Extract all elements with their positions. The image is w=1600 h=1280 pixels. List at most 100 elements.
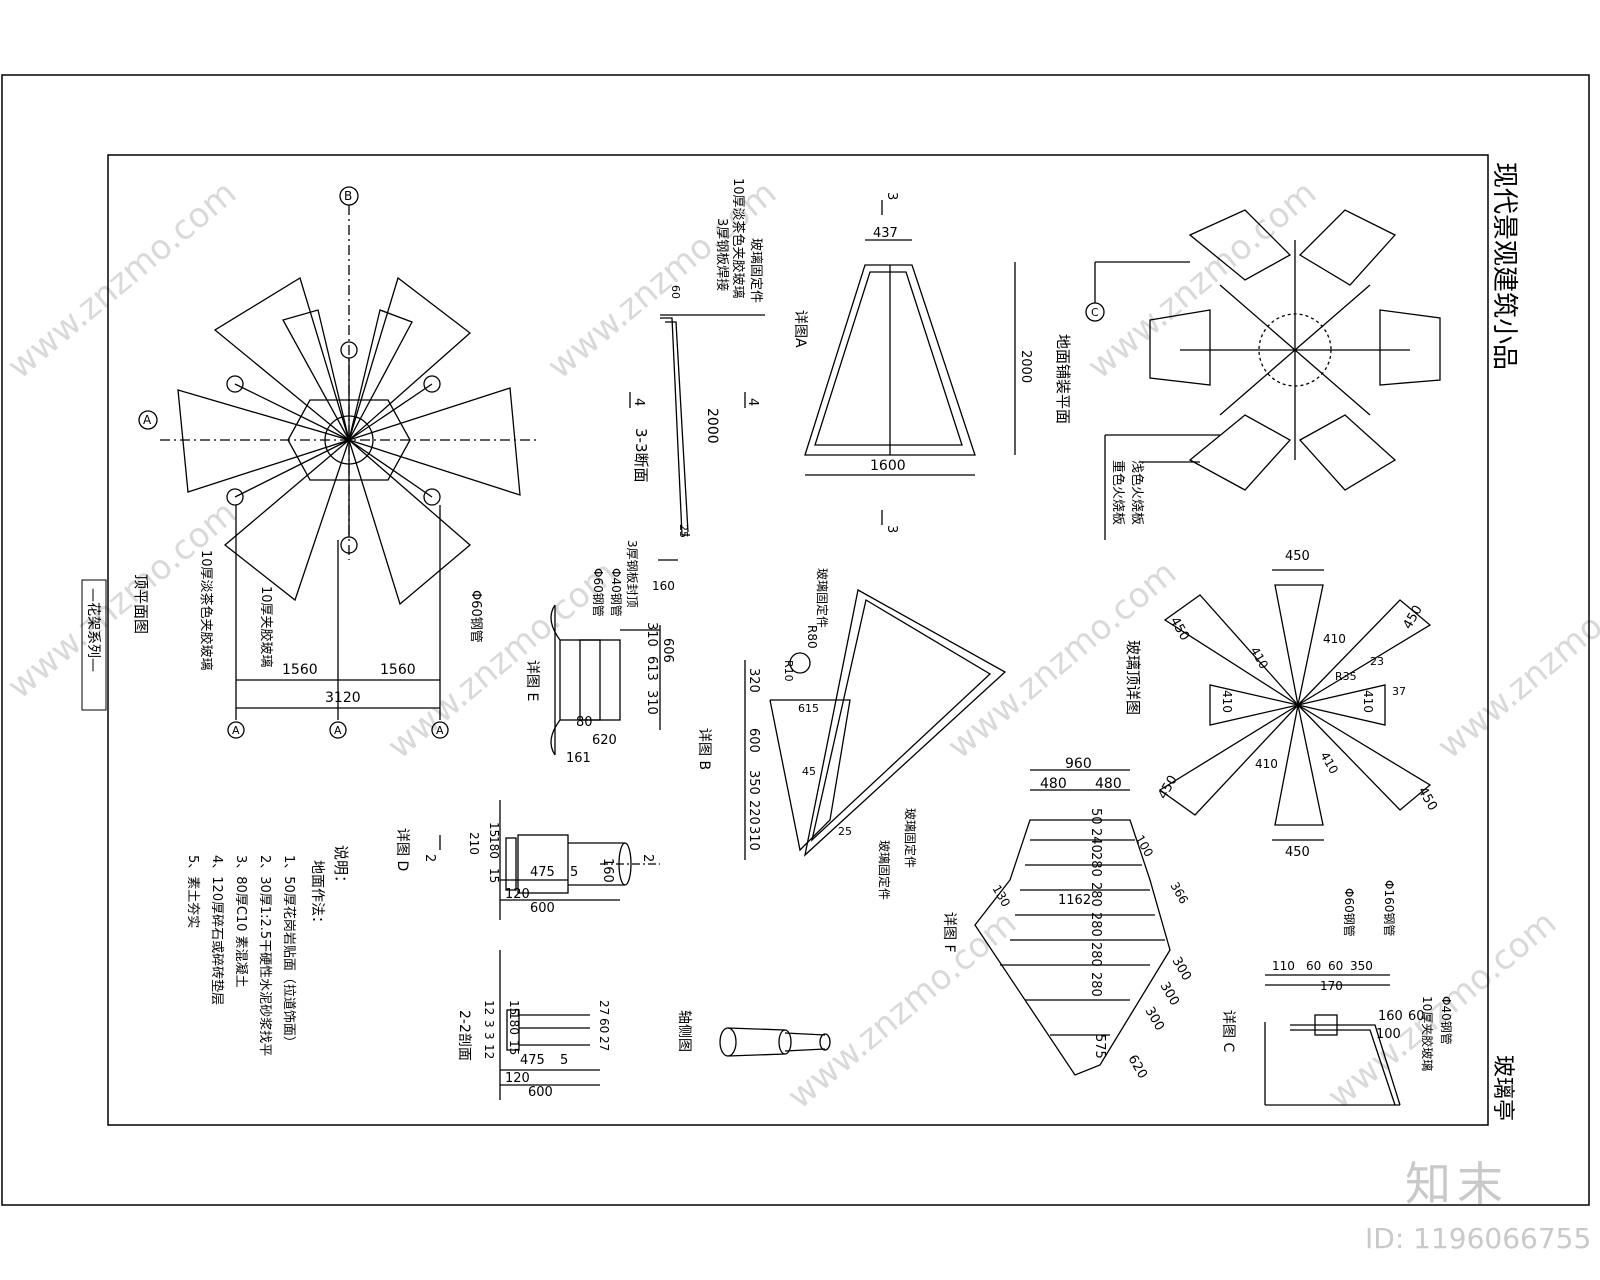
inner-border [107, 154, 1489, 1126]
notes-item-4: 4、120厚碎石或碎砖垫层 [209, 855, 225, 1005]
section33-mark-l: 4 [631, 398, 646, 406]
detailC-note4: 10厚夹胶玻璃 [1420, 996, 1435, 1071]
detailF-dim13: 366 [1167, 880, 1191, 907]
glass-title: 玻璃顶详图 [1124, 640, 1142, 715]
section22-dim14: 15 [507, 1040, 521, 1055]
glass-top-detail [1158, 569, 1432, 841]
brand-logo: 知末 [1405, 1157, 1509, 1211]
detailD-dim6: 5 [570, 865, 578, 880]
section22-dim9: 5 [560, 1053, 568, 1068]
detailF-dim19: 620 [1125, 1053, 1150, 1082]
notes: 说明： 地面作法： 1、50厚花岗岩贴面（拉道饰面） 2、30厚1:2.5干硬性… [185, 845, 350, 1056]
section-3-3 [629, 314, 765, 561]
watermark-5: www.znzmo.com [380, 553, 624, 767]
detailA-title: 详图A [792, 310, 808, 348]
detail-a [804, 200, 1016, 525]
detailE-dim3: 613 [644, 656, 659, 681]
outer-border [1, 74, 1590, 1206]
detailA-dim-w: 1600 [870, 458, 906, 474]
glass-dim-410b: 410 [1323, 632, 1346, 646]
floor-title: 地面铺装平面 [1054, 334, 1072, 424]
watermark-2: www.znzmo.com [540, 173, 784, 387]
glass-dim-r35: R35 [1335, 670, 1357, 683]
detailD-dim7: 120 [505, 887, 530, 902]
sheet-title: 现代景观建筑小品 [1489, 162, 1519, 370]
detailB-note2: R80 [805, 625, 819, 649]
detailF-dim5: 240 [1088, 828, 1103, 853]
detailF-dim10: 280 [1088, 972, 1103, 997]
floor-note2: 重色火烧板 [1110, 460, 1126, 525]
detailB-dim2: 600 [746, 728, 761, 753]
detailE-dim2: 606 [660, 638, 675, 663]
detailC-dim1: 110 [1272, 959, 1295, 973]
section22-dim8: 475 [520, 1053, 545, 1068]
detailF-dim18: 575 [1092, 1034, 1107, 1059]
plan-grid-b: B [344, 189, 352, 203]
plan-grid-a-2: A [334, 724, 342, 737]
glass-dim-410d: 410 [1361, 690, 1375, 713]
section22-dim4: 12 [482, 1044, 496, 1059]
detailD-title: 详图 D [394, 828, 410, 871]
plan-grid-a-left: A [143, 413, 152, 427]
glass-dim-410c: 410 [1220, 690, 1234, 713]
plan-dim-left: 1560 [282, 662, 318, 678]
series-tag: —花架系列— [85, 588, 101, 672]
detail-b [744, 588, 1007, 860]
section33-dim-len: 2000 [704, 408, 720, 444]
section22-dim2: 3 [482, 1020, 496, 1028]
section33-title: 3-3断面 [632, 428, 650, 483]
glass-dim-410e: 410 [1255, 757, 1278, 771]
section22-dim13: 180 [507, 1012, 521, 1035]
detailF-dim2: 480 [1040, 776, 1067, 792]
detailA-dim-top: 437 [873, 226, 898, 241]
detailB-note4: 615 [798, 702, 819, 715]
detailE-dim6: 620 [592, 733, 617, 748]
section33-dim-w: 160 [652, 579, 675, 593]
plan-dim-right: 1560 [380, 662, 416, 678]
detailE-note2: Φ40钢管 [609, 568, 624, 617]
detailF-dim16: 300 [1157, 980, 1182, 1009]
section22-dim5: 27 [597, 1000, 611, 1015]
axonometric-title: 轴侧图 [676, 1010, 692, 1052]
detailC-note1: Φ160钢管 [1382, 880, 1397, 936]
plan-note-glass-tint: 10厚淡茶色夹胶玻璃 [198, 550, 214, 671]
detailA-dim-h: 2000 [1018, 350, 1033, 383]
section22-dim6: 60 [597, 1018, 611, 1033]
detailC-note2: Φ60钢管 [1342, 888, 1357, 937]
glass-dim-lr: 450 [1415, 785, 1440, 814]
detailB-dim5: 310 [746, 826, 761, 851]
notes-item-2: 2、30厚1:2.5干硬性水泥砂浆找平 [257, 855, 272, 1056]
plan-grid-a-3: A [436, 724, 444, 737]
plan-title: 顶平面图 [132, 574, 150, 634]
notes-item-1: 1、50厚花岗岩贴面（拉道饰面） [281, 855, 297, 1049]
detailB-note3: R10 [782, 660, 795, 682]
glass-dim-top: 450 [1285, 549, 1310, 564]
section33-mark-r: 4 [745, 398, 760, 406]
section33-note3: 3厚钢板焊接 [714, 218, 730, 291]
detailB-dim6: 45 [802, 765, 816, 778]
detailF-dim14: 130 [989, 883, 1013, 910]
series-tag-box [81, 579, 107, 711]
detailC-title: 详图 C [1220, 1010, 1236, 1052]
detailD-dim2: 180 [487, 836, 501, 859]
floor-grid-c: C [1091, 306, 1099, 319]
detailF-dim4: 50 [1088, 808, 1103, 825]
detailC-dim6: 160 [1378, 1009, 1403, 1024]
detailB-dim4: 220 [746, 800, 761, 825]
section22-dim11: 600 [528, 1085, 553, 1100]
plan-note-glass: 10厚夹胶玻璃 [258, 586, 274, 668]
detailB-title: 详图 B [696, 728, 712, 770]
detailC-dim4: 350 [1350, 959, 1373, 973]
detailF-dim12: 100 [1132, 833, 1156, 860]
notes-subtitle: 地面作法： [309, 860, 325, 930]
image-id: ID: 1196066755 [1365, 1222, 1592, 1255]
section22-dim10: 120 [505, 1071, 530, 1086]
detailB-dim1: 320 [746, 668, 761, 693]
detailE-dim5: 80 [576, 715, 593, 730]
floor-paving-plan [1085, 209, 1441, 540]
plan-grid-a-1: A [232, 724, 240, 737]
detailD-dim9: 160 [600, 858, 615, 883]
detailF-dim3: 480 [1095, 776, 1122, 792]
detailE-dim7: 161 [566, 751, 591, 766]
glass-dim-410f: 410 [1317, 750, 1341, 777]
